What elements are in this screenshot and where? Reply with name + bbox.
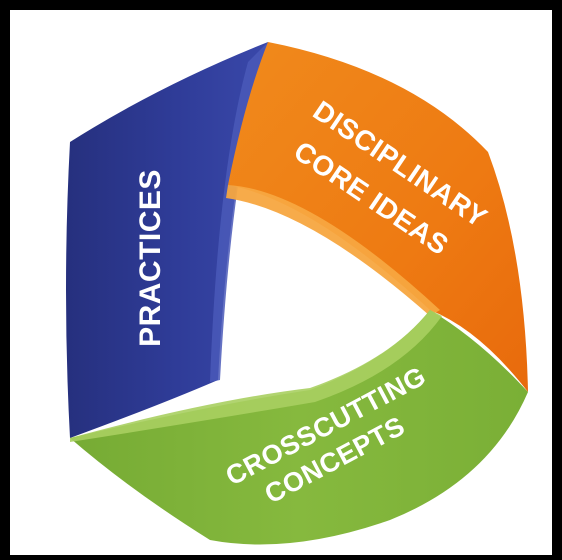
diagram-canvas: PRACTICES DISCIPLINARY CORE IDEAS CROSSC… (10, 10, 552, 555)
crosscutting-inner-edge (70, 310, 442, 442)
practices-label: PRACTICES (134, 169, 167, 347)
three-dimensions-diagram: PRACTICES DISCIPLINARY CORE IDEAS CROSSC… (66, 42, 528, 545)
core-ideas-inner-edge (226, 185, 440, 316)
practices-inner-edge (210, 42, 268, 382)
crosscutting-segment (70, 310, 528, 545)
core-ideas-segment (228, 42, 528, 392)
practices-segment (66, 42, 268, 438)
